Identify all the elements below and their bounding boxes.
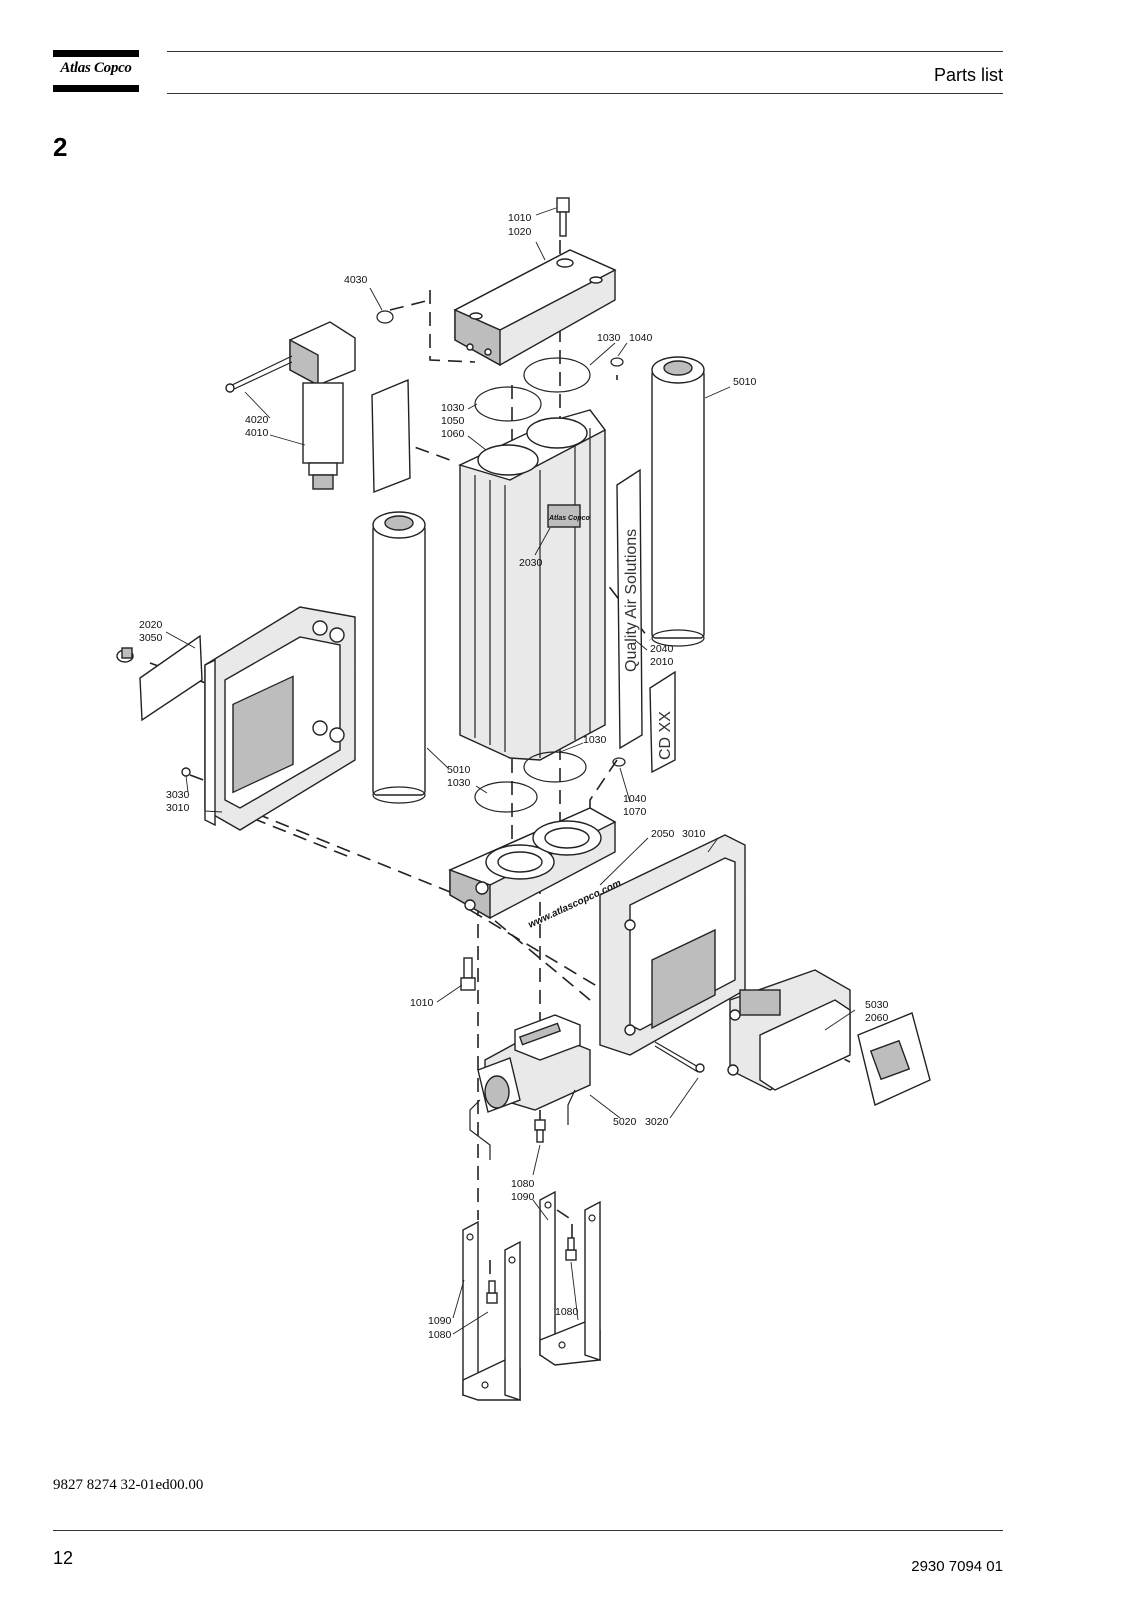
page-title: Parts list xyxy=(933,65,1003,85)
callout-3050: 3050 xyxy=(139,632,163,644)
callout-1030: 1030 xyxy=(583,734,607,746)
valve-screw xyxy=(534,1119,546,1143)
callout-1030: 1030 xyxy=(447,777,471,789)
header-rule-top xyxy=(167,51,1003,52)
header-rule-bottom xyxy=(167,93,1003,94)
callout-5020: 5020 xyxy=(613,1116,637,1128)
section-number: 2 xyxy=(53,132,68,162)
callout-3020: 3020 xyxy=(645,1116,669,1128)
callout-2010: 2010 xyxy=(650,656,674,668)
callout-5010: 5010 xyxy=(733,376,757,388)
drain-valve-block xyxy=(469,1014,591,1160)
bottom-screw xyxy=(460,957,476,991)
callout-2050: 2050 xyxy=(651,828,675,840)
callout-3010: 3010 xyxy=(682,828,706,840)
callout-2060: 2060 xyxy=(865,1012,889,1024)
callout-4010: 4010 xyxy=(245,427,269,439)
callout-1080: 1080 xyxy=(428,1329,452,1341)
callout-1030: 1030 xyxy=(597,332,621,344)
pre-filter xyxy=(225,321,356,490)
plug-screw xyxy=(116,647,134,663)
page-number: 12 xyxy=(53,1548,74,1568)
footer-rule xyxy=(53,1530,1003,1531)
callout-3010: 3010 xyxy=(166,802,190,814)
top-manifold xyxy=(453,249,617,367)
callout-1010: 1010 xyxy=(508,212,532,224)
o-rings-top xyxy=(376,310,624,422)
callout-1050: 1050 xyxy=(441,415,465,427)
part-number: 2930 7094 01 xyxy=(911,1558,1003,1575)
callout-1020: 1020 xyxy=(508,226,532,238)
logo-bar-top xyxy=(53,50,139,57)
frame-screw-left xyxy=(486,1280,498,1304)
callout-4020: 4020 xyxy=(245,414,269,426)
mounting-frame-right xyxy=(539,1190,601,1366)
logo-text: Atlas Copco xyxy=(60,60,132,76)
filter-cartridge-right xyxy=(651,356,705,647)
callout-5030: 5030 xyxy=(865,999,889,1011)
bottom-manifold: www.atlascopco.com xyxy=(448,807,623,931)
atlas-copco-logo: Atlas Copco xyxy=(53,50,139,92)
callout-1040: 1040 xyxy=(623,793,647,805)
side-label-text: Quality Air Solutions xyxy=(623,529,640,672)
callout-2040: 2040 xyxy=(650,643,674,655)
callout-1060: 1060 xyxy=(441,428,465,440)
logo-bar-bottom xyxy=(53,85,139,92)
callout-2030: 2030 xyxy=(519,557,543,569)
filter-cartridge-left xyxy=(372,511,426,804)
callout-5010: 5010 xyxy=(447,764,471,776)
small-screw xyxy=(181,767,191,777)
label-sheet xyxy=(139,634,203,722)
frame-screw-right xyxy=(565,1237,577,1261)
right-bracket xyxy=(599,834,746,1056)
long-screw xyxy=(654,1041,705,1073)
callout-1090: 1090 xyxy=(511,1191,535,1203)
left-bracket xyxy=(204,606,356,831)
callout-2020: 2020 xyxy=(139,619,163,631)
leader-lines xyxy=(165,207,856,1335)
gasket-sheet xyxy=(371,378,411,494)
callout-1080: 1080 xyxy=(511,1178,535,1190)
mounting-frame-left xyxy=(462,1220,521,1401)
document-reference: 9827 8274 32-01ed00.00 xyxy=(53,1477,204,1493)
o-rings-bottom xyxy=(474,751,626,813)
callout-4030: 4030 xyxy=(344,274,368,286)
callout-1030: 1030 xyxy=(441,402,465,414)
body-logo: Atlas Copco xyxy=(548,515,591,522)
callout-1070: 1070 xyxy=(623,806,647,818)
callout-1080: 1080 xyxy=(555,1306,579,1318)
callout-1090: 1090 xyxy=(428,1315,452,1327)
controller-cover xyxy=(857,1012,931,1106)
controller-unit xyxy=(727,969,851,1091)
decal-text: CD XX xyxy=(657,711,674,760)
callout-labels: 1010 1020 4030 1030 1040 5010 4020 4010 … xyxy=(139,212,889,1341)
callout-1010: 1010 xyxy=(410,997,434,1009)
callout-3030: 3030 xyxy=(166,789,190,801)
side-label-strip: Quality Air Solutions xyxy=(616,468,643,750)
top-screw xyxy=(556,197,570,237)
central-body: Atlas Copco xyxy=(458,409,607,761)
model-decal: CD XX xyxy=(649,670,676,774)
callout-1040: 1040 xyxy=(629,332,653,344)
